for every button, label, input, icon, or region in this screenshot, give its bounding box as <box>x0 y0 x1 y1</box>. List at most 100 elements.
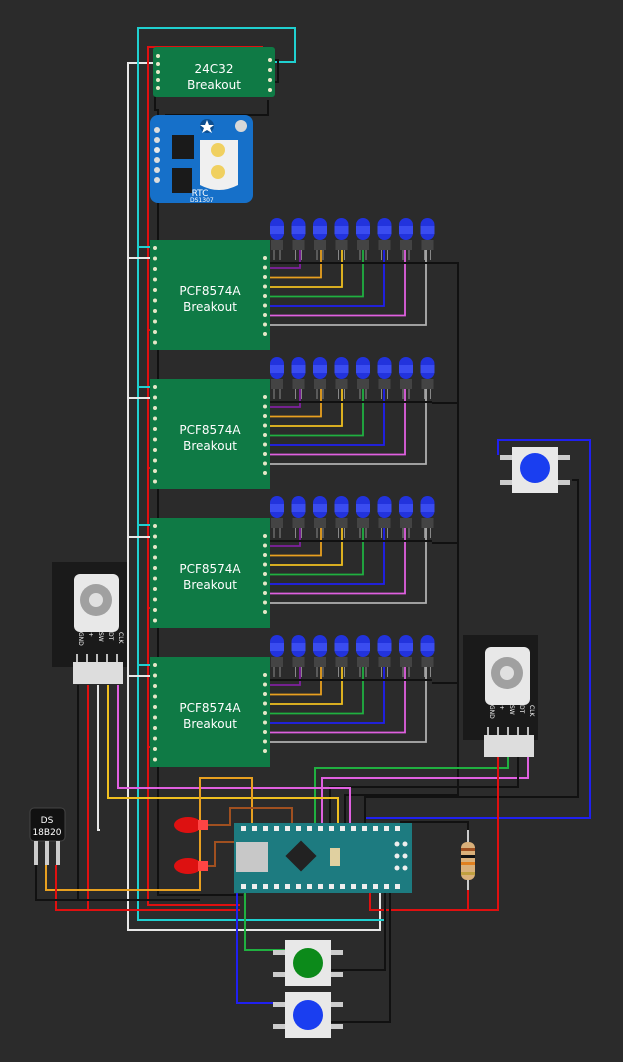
blue-led[interactable] <box>420 357 435 399</box>
blue-led[interactable] <box>270 496 284 538</box>
expander-label-line1: PCF8574A <box>179 701 241 715</box>
blue-led[interactable] <box>334 357 349 399</box>
encoder-header <box>484 735 534 757</box>
wire-cyan-links <box>138 246 155 666</box>
blue-led[interactable] <box>291 218 306 260</box>
blue-led[interactable] <box>270 635 284 677</box>
led-signal-wire <box>265 526 322 557</box>
pcf8574a-expander-2[interactable]: PCF8574A Breakout <box>150 379 270 489</box>
wire-black-ds18b20 <box>35 865 78 901</box>
blue-led[interactable] <box>377 635 392 677</box>
knob-icon <box>80 584 112 616</box>
eeprom-24c32-module[interactable]: 24C32 Breakout <box>153 47 275 97</box>
blue-led[interactable] <box>334 496 349 538</box>
blue-led[interactable] <box>334 218 349 260</box>
wire-green-button <box>244 890 285 951</box>
wire-black-right-1 <box>344 262 459 825</box>
rtc-chip-label: DS1307 <box>190 197 214 204</box>
rtc-ds1307-module[interactable]: RTC DS1307 <box>150 115 253 204</box>
led-signal-wire <box>265 248 385 307</box>
blue-led[interactable] <box>420 496 435 538</box>
encoder-pin-label: DT <box>107 632 114 641</box>
expanders-group: PCF8574ABreakoutPCF8574ABreakoutPCF8574A… <box>150 240 270 767</box>
blue-led[interactable] <box>356 635 370 677</box>
knob-icon <box>491 657 523 689</box>
ds18b20-label-line2: 18B20 <box>32 828 61 838</box>
red-led-bottom[interactable] <box>174 858 208 874</box>
encoder-pin-label: CLK <box>528 705 535 718</box>
expander-label-line1: PCF8574A <box>179 284 241 298</box>
red-led-top[interactable] <box>174 817 208 833</box>
encoder-pin-label: GND <box>77 632 84 646</box>
blue-led[interactable] <box>377 357 392 399</box>
wire-pink-encoder <box>321 738 529 828</box>
blue-led[interactable] <box>356 357 370 399</box>
ds18b20-sensor[interactable]: DS 18B20 <box>29 807 66 865</box>
led-signal-wire <box>265 248 301 269</box>
blue-led[interactable] <box>291 357 306 399</box>
blue-led[interactable] <box>399 635 413 677</box>
blue-led[interactable] <box>420 218 435 260</box>
pushbutton-top-right[interactable] <box>500 447 570 493</box>
blue-led[interactable] <box>334 635 349 677</box>
arduino-nano[interactable] <box>234 823 412 893</box>
led-signal-wire <box>265 526 406 595</box>
mount-hole <box>235 120 247 132</box>
wire-pink-left-encoder <box>117 685 351 828</box>
led-rows-group <box>270 218 435 681</box>
blue-led[interactable] <box>356 496 370 538</box>
blue-led[interactable] <box>313 218 327 260</box>
wire-brown-led-2 <box>208 841 252 867</box>
blue-led[interactable] <box>291 635 306 677</box>
led-signal-wire <box>265 387 322 418</box>
blue-led[interactable] <box>420 635 435 677</box>
blue-led[interactable] <box>313 496 327 538</box>
rtc-chip <box>172 135 194 159</box>
blue-led[interactable] <box>377 218 392 260</box>
blue-led[interactable] <box>313 357 327 399</box>
encoder-pin-label: GND <box>488 705 495 719</box>
led-signal-wire <box>265 526 343 566</box>
blue-led[interactable] <box>270 357 284 399</box>
led-signal-wire <box>265 248 406 317</box>
blue-led[interactable] <box>313 635 327 677</box>
encoder-pin-label: CLK <box>117 632 124 645</box>
icsp-header <box>394 841 408 871</box>
wire-black-buttons <box>330 890 391 1023</box>
wire-white-links <box>128 257 155 677</box>
pushbutton-blue-bottom[interactable] <box>273 992 343 1038</box>
blue-led[interactable] <box>377 496 392 538</box>
resistor-icon[interactable] <box>461 830 475 890</box>
led-signal-wire <box>265 387 364 437</box>
blue-led[interactable] <box>270 218 284 260</box>
expander-label-line2: Breakout <box>183 439 237 453</box>
led-signal-wire <box>265 248 364 298</box>
blue-led[interactable] <box>399 357 413 399</box>
blue-led[interactable] <box>356 218 370 260</box>
eeprom-label-line1: 24C32 <box>195 62 234 76</box>
encoder-pin-label: SW <box>508 705 515 715</box>
blue-led[interactable] <box>399 496 413 538</box>
encoder-pin-label: + <box>498 705 505 710</box>
rtc-crystal <box>172 168 192 193</box>
pushbutton-green[interactable] <box>273 940 343 986</box>
wire-red-ds18b20 <box>55 865 88 911</box>
expander-label-line1: PCF8574A <box>179 423 241 437</box>
wire-blue-button-2 <box>236 890 285 1004</box>
led-signal-wire <box>265 665 406 734</box>
wire-green-encoder <box>314 738 509 828</box>
led-signal-wire <box>265 387 343 427</box>
wire-black-button <box>364 479 579 825</box>
blue-led[interactable] <box>291 496 306 538</box>
rtc-label: RTC <box>192 189 209 199</box>
led-signal-wire <box>265 387 427 465</box>
wire-black-rtc <box>165 100 269 116</box>
blue-led[interactable] <box>399 218 413 260</box>
encoder-header <box>73 662 123 684</box>
